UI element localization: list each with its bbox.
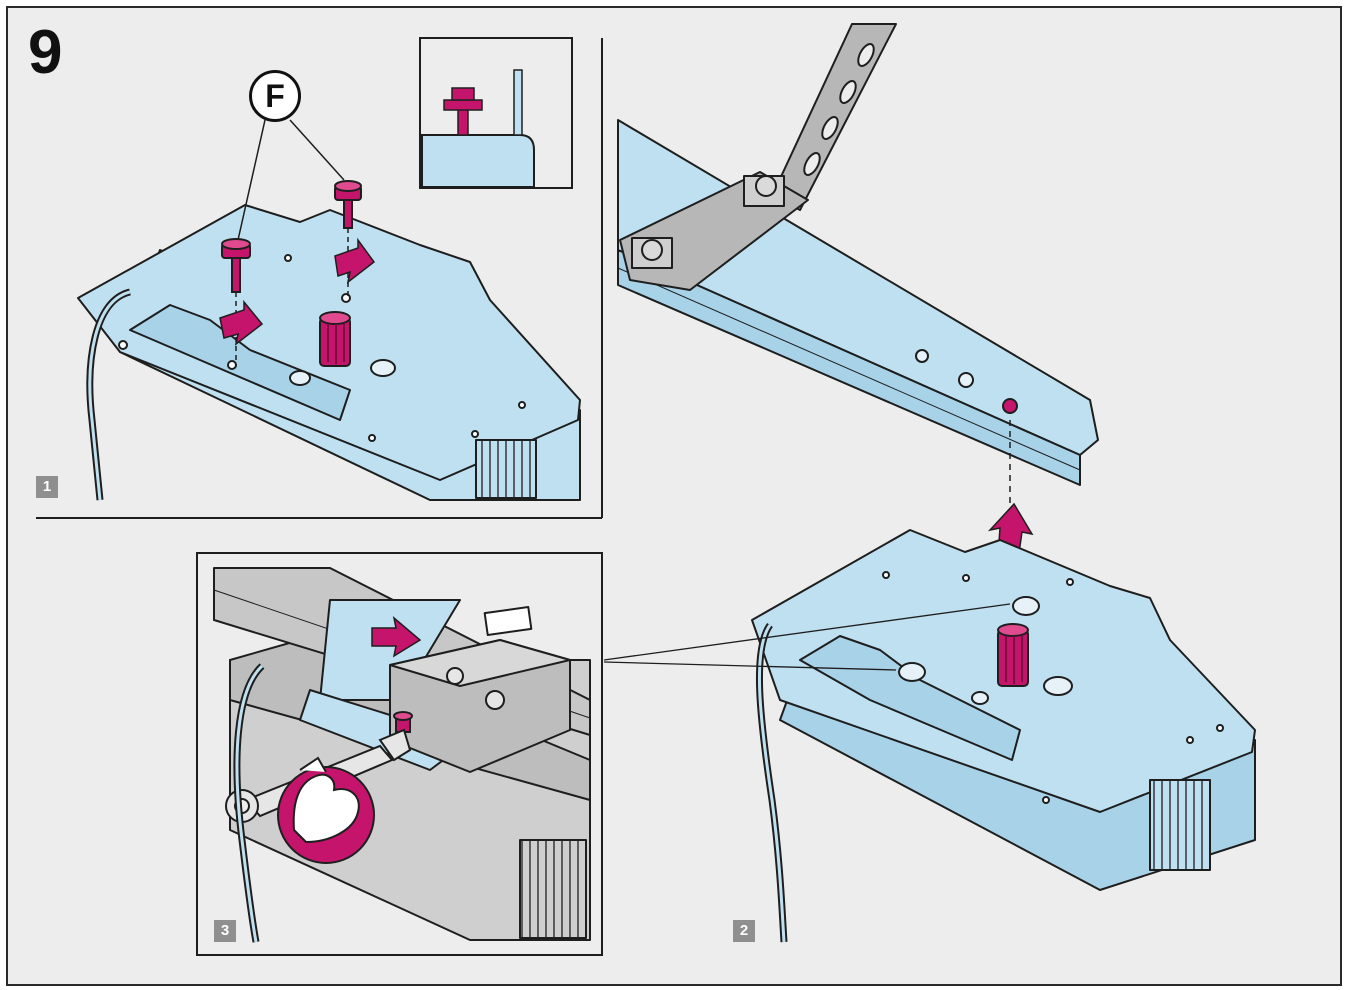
- arrow-icon: [219, 299, 264, 346]
- panel-1-border: [36, 38, 603, 519]
- arrow-icon: [334, 237, 376, 284]
- panel-badge-2: 2: [733, 920, 755, 942]
- step-number: 9: [28, 18, 63, 87]
- motor-unit-panel-2: [751, 529, 1256, 891]
- drive-shaft: [997, 623, 1029, 687]
- panel-badge-1: 1: [36, 476, 58, 498]
- screw-icon: [393, 711, 413, 733]
- panel-3: [196, 552, 603, 956]
- part-callout-f: F: [249, 70, 301, 122]
- arrow-icon: [371, 616, 422, 658]
- detail-inset: [419, 37, 573, 189]
- drive-shaft: [319, 311, 351, 367]
- rail-panel-2: [617, 23, 1099, 486]
- screw-icon: [221, 238, 251, 293]
- panel-badge-3: 3: [214, 920, 236, 942]
- flexed-arm-icon: [277, 756, 375, 864]
